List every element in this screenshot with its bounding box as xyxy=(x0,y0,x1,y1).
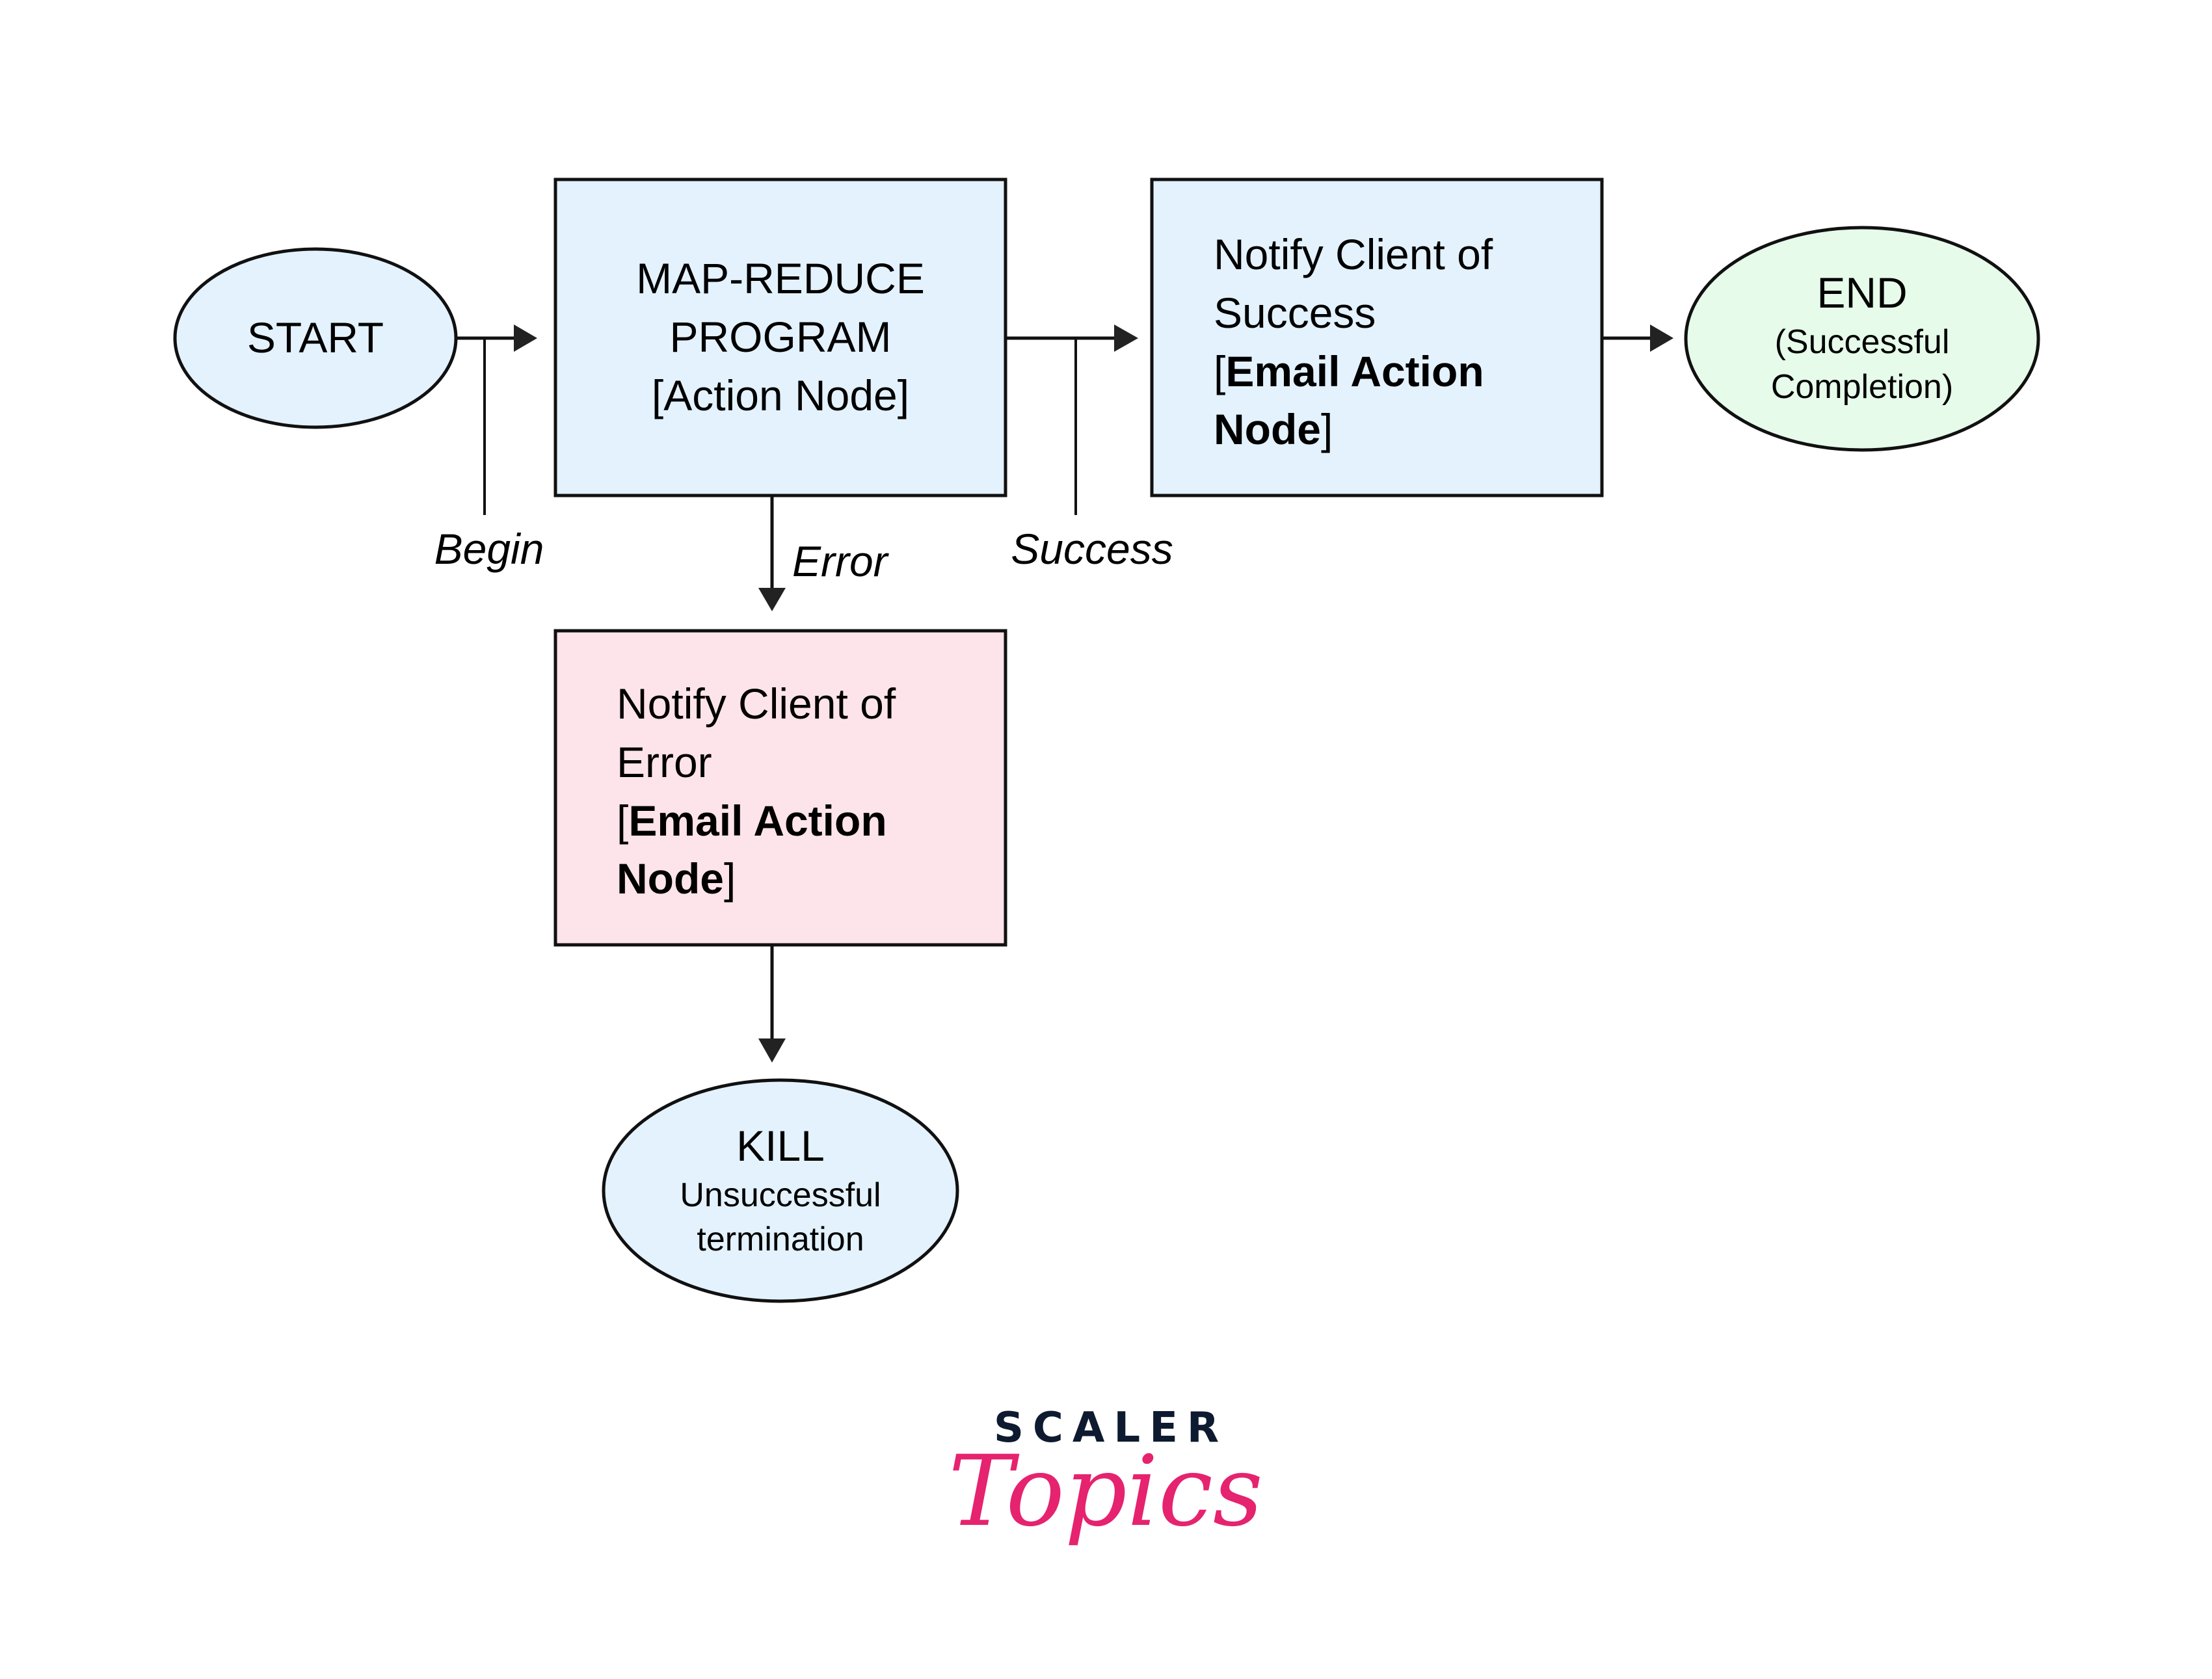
notify-success-bold-text-1: Email Action xyxy=(1225,347,1484,395)
logo-scaler-text: SCALER xyxy=(994,1404,1228,1452)
notify-success-box xyxy=(1150,178,1604,497)
error-arrowhead-icon xyxy=(758,588,786,611)
notify-error-line-1: Notify Client of xyxy=(617,680,896,728)
mapreduce-line-1: MAP-REDUCE xyxy=(636,254,925,302)
scaler-topics-logo: SCALER Topics xyxy=(948,1404,1263,1548)
notify-success-line-4: Node] xyxy=(1214,405,1333,453)
edge-to-end xyxy=(1602,324,1673,352)
end-ellipse xyxy=(1684,226,2040,452)
error-label: Error xyxy=(792,537,890,585)
bracket-open: [ xyxy=(1214,347,1225,395)
notify-success-node: Notify Client of Success [Email Action N… xyxy=(1150,178,1604,497)
kill-ellipse xyxy=(602,1078,959,1303)
notify-error-node: Notify Client of Error [Email Action Nod… xyxy=(553,629,1007,947)
kill-node: KILL Unsuccessful termination xyxy=(602,1078,959,1303)
mapreduce-line-2: PROGRAM xyxy=(669,313,891,361)
end-subtitle-1: (Successful xyxy=(1775,323,1950,361)
edge-to-kill xyxy=(758,945,786,1063)
kill-arrowhead-icon xyxy=(758,1038,786,1063)
notify-error-line-3: [Email Action xyxy=(617,797,887,845)
end-arrowhead-icon xyxy=(1650,324,1673,352)
kill-subtitle-1: Unsuccessful xyxy=(680,1176,881,1214)
success-arrowhead-icon xyxy=(1114,324,1138,352)
edge-success: Success xyxy=(1006,324,1173,573)
success-label: Success xyxy=(1011,525,1173,573)
begin-arrowhead-icon xyxy=(514,324,537,352)
notify-success-line-2: Success xyxy=(1214,289,1376,337)
begin-label: Begin xyxy=(434,525,544,573)
notify-success-line-1: Notify Client of xyxy=(1214,230,1493,278)
bracket-close: ] xyxy=(1321,405,1333,453)
bracket-open: [ xyxy=(617,797,628,845)
kill-title: KILL xyxy=(736,1122,825,1170)
bracket-close: ] xyxy=(724,854,736,903)
notify-success-line-3: [Email Action xyxy=(1214,347,1484,395)
start-node: START xyxy=(173,247,458,429)
end-subtitle-2: Completion) xyxy=(1771,368,1953,406)
notify-error-bold-text-1: Email Action xyxy=(628,797,886,845)
edge-begin: Begin xyxy=(434,324,544,573)
mapreduce-line-3: [Action Node] xyxy=(652,371,909,419)
end-node: END (Successful Completion) xyxy=(1684,226,2040,452)
start-label: START xyxy=(247,313,384,362)
notify-error-box xyxy=(553,629,1007,947)
notify-error-line-4: Node] xyxy=(617,854,736,903)
notify-error-bold-text-2: Node xyxy=(617,854,724,903)
logo-topics-text: Topics xyxy=(948,1435,1263,1548)
notify-success-bold-text-2: Node xyxy=(1214,405,1321,453)
kill-subtitle-2: termination xyxy=(697,1221,864,1258)
edge-error: Error xyxy=(758,496,890,611)
end-title: END xyxy=(1817,269,1907,317)
mapreduce-node: MAP-REDUCE PROGRAM [Action Node] xyxy=(553,178,1007,497)
notify-error-line-2: Error xyxy=(617,738,712,786)
